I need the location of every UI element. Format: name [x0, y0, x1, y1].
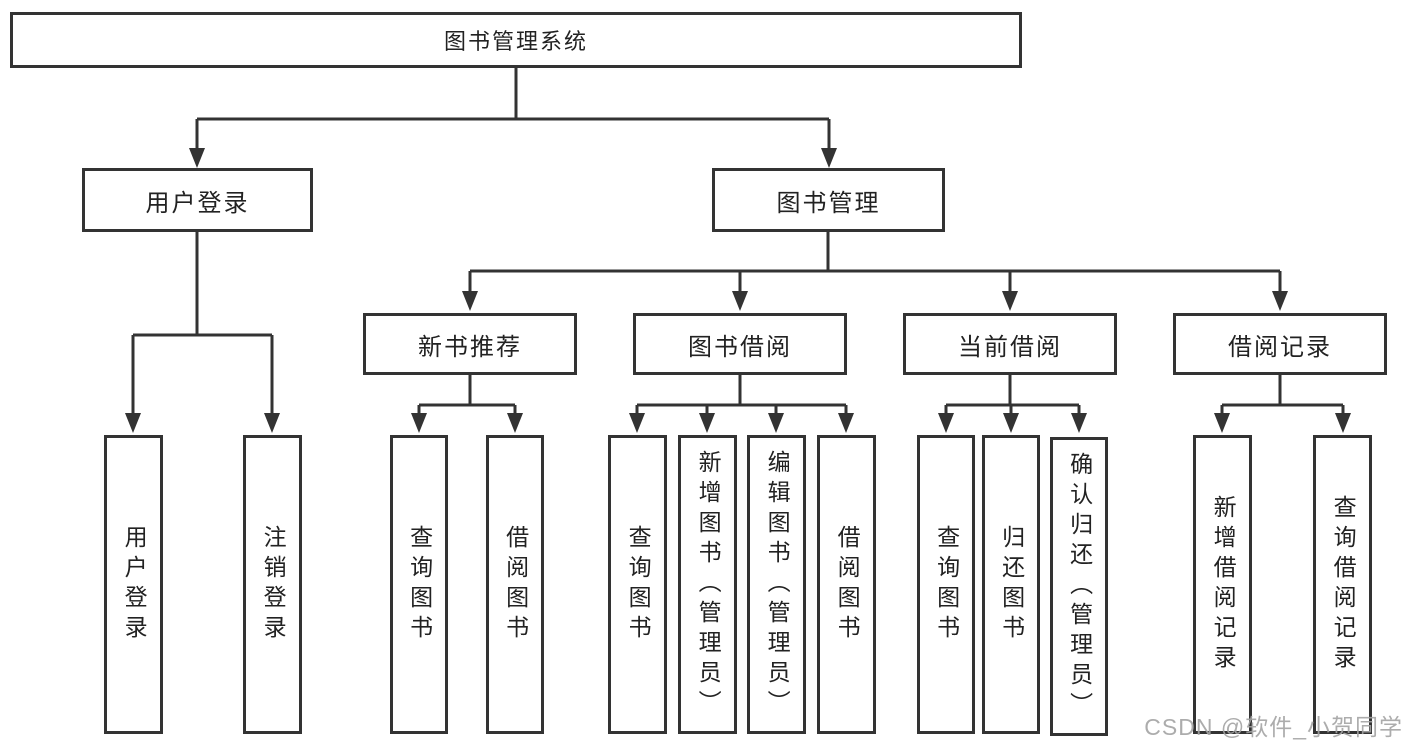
node-root: 图书管理系统	[10, 12, 1022, 68]
connector-borrow-records	[1214, 375, 1351, 433]
node-add-book-admin: 新增图书（管理员）	[678, 435, 737, 734]
node-query-books-3: 查询图书	[917, 435, 975, 734]
node-query-books-2: 查询图书	[608, 435, 667, 734]
connector-user-login-to-children	[125, 232, 280, 433]
node-query-books-1: 查询图书	[390, 435, 448, 734]
connector-book-management-to-sections	[462, 232, 1288, 311]
node-edit-book-admin: 编辑图书（管理员）	[747, 435, 806, 734]
node-user-login: 用户登录	[82, 168, 313, 232]
connector-current-borrow	[938, 375, 1087, 433]
node-book-borrow: 图书借阅	[633, 313, 847, 375]
node-borrow-records: 借阅记录	[1173, 313, 1387, 375]
connector-root-to-level2	[189, 68, 837, 168]
node-return-book: 归还图书	[982, 435, 1040, 734]
connector-new-book-recommend	[411, 375, 523, 433]
watermark: CSDN @软件_小贺同学	[1144, 714, 1403, 740]
node-borrow-books-1: 借阅图书	[486, 435, 544, 734]
connector-book-borrow	[629, 375, 854, 433]
node-user-login-leaf: 用户登录	[104, 435, 163, 734]
node-borrow-books-2: 借阅图书	[817, 435, 876, 734]
node-logout-leaf: 注销登录	[243, 435, 302, 734]
node-add-borrow-record: 新增借阅记录	[1193, 435, 1252, 734]
node-query-borrow-record: 查询借阅记录	[1313, 435, 1372, 734]
node-confirm-return-admin: 确认归还（管理员）	[1050, 437, 1108, 736]
node-new-book-recommend: 新书推荐	[363, 313, 577, 375]
node-book-management: 图书管理	[712, 168, 945, 232]
node-current-borrow: 当前借阅	[903, 313, 1117, 375]
